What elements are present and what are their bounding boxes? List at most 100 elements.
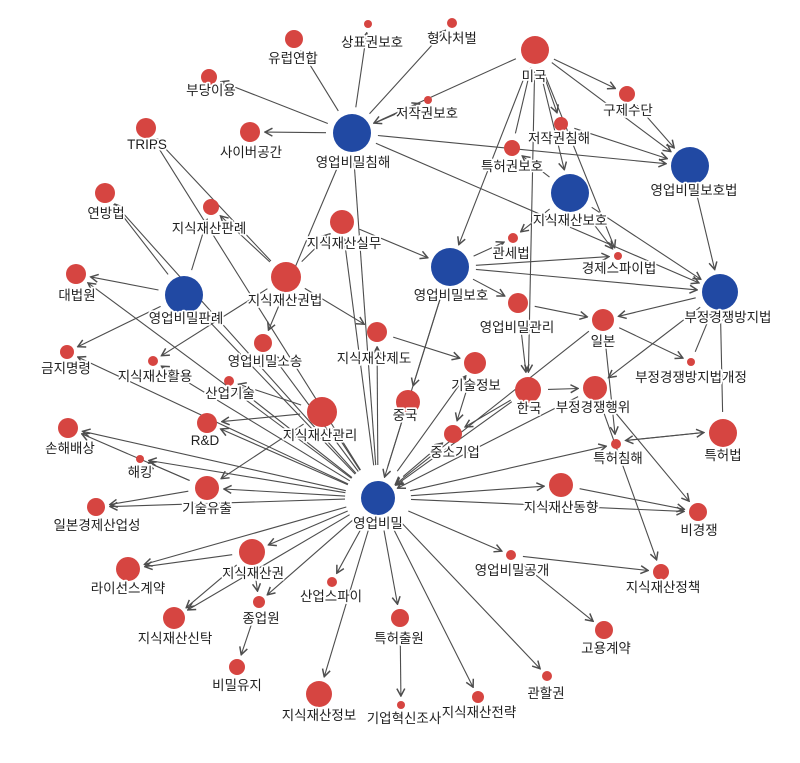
node-jungguk[interactable] xyxy=(396,390,420,414)
node-gisulyuchul[interactable] xyxy=(195,476,219,500)
node-label-gisulyuchul: 기술유출 xyxy=(182,501,232,516)
node-jongeupwon[interactable] xyxy=(253,596,265,608)
node-gujesu[interactable] xyxy=(619,86,635,102)
edge-yeongpallye-geumji xyxy=(78,305,161,346)
node-gyeongje[interactable] xyxy=(614,252,622,260)
edge-jisikgwon-sintak xyxy=(186,564,238,608)
edge-yeongchimhae-bujeongbeop xyxy=(375,142,699,283)
node-hwalyong[interactable] xyxy=(148,356,158,366)
node-label-jisikboho: 지식재산보호 xyxy=(533,213,608,228)
node-sosong[interactable] xyxy=(254,334,272,352)
node-gonggae[interactable] xyxy=(506,550,516,560)
node-gwallib[interactable] xyxy=(307,397,337,427)
edge-bujeonghaengwi-yeongeop xyxy=(398,396,579,489)
edge-gwonbeop-jedo xyxy=(304,287,364,324)
edge-yeongeop-saneopspy xyxy=(337,526,363,573)
node-gwanhalgwon[interactable] xyxy=(542,671,552,681)
node-label-gwalli: 영업비밀관리 xyxy=(480,320,555,335)
node-hyeoksin[interactable] xyxy=(397,701,405,709)
node-trips[interactable] xyxy=(136,118,156,138)
node-label-cyber: 사이버공간 xyxy=(220,145,282,160)
node-jeojakgwonchimhae[interactable] xyxy=(554,117,568,131)
node-yureop[interactable] xyxy=(285,30,303,48)
node-donghyang[interactable] xyxy=(549,473,573,497)
node-yeonbangbeop[interactable] xyxy=(95,183,115,203)
edge-donghyang-bigyeongjaeng xyxy=(579,488,685,510)
node-teukheochimhae[interactable] xyxy=(611,439,621,449)
node-jeonryak[interactable] xyxy=(472,691,484,703)
edge-hanguk-yeongeop xyxy=(396,401,513,485)
node-geumji[interactable] xyxy=(60,345,74,359)
node-bigyeongjaeng[interactable] xyxy=(689,503,707,521)
edge-yeongboho-gwansebeop xyxy=(473,242,504,257)
edge-bujeonghaengwi-bigyeongjaeng xyxy=(606,402,689,502)
node-yeongeop[interactable] xyxy=(361,481,395,515)
edge-jedo-gisuljeongbo xyxy=(393,336,460,358)
node-sangpyo[interactable] xyxy=(364,20,372,28)
node-label-hanguk: 한국 xyxy=(517,401,542,416)
edge-gwonbeop-hwalyong xyxy=(162,288,268,356)
node-sanupgisul[interactable] xyxy=(224,376,234,386)
node-yeongchimhae[interactable] xyxy=(333,114,371,152)
edge-ilbon-teukheochimhae xyxy=(604,337,615,434)
edge-yeongeop-jeongbo xyxy=(324,529,370,677)
node-label-bohobeop: 영업비밀보호법 xyxy=(651,183,738,198)
node-gwansebeop[interactable] xyxy=(508,233,518,243)
node-label-gonggae: 영업비밀공개 xyxy=(475,563,550,578)
node-sintak[interactable] xyxy=(163,607,185,629)
node-cyber[interactable] xyxy=(240,122,260,142)
node-gwalli[interactable] xyxy=(508,293,528,313)
node-rnd[interactable] xyxy=(197,413,217,433)
node-silmu[interactable] xyxy=(330,210,354,234)
node-label-gaejeong: 부정경쟁방지법개정 xyxy=(635,370,747,385)
node-sonhae[interactable] xyxy=(58,418,78,438)
node-yeongboho[interactable] xyxy=(431,248,469,286)
node-chulwon[interactable] xyxy=(391,609,409,627)
edge-jeojakgwonchimhae-bohobeop xyxy=(574,127,667,158)
node-ilbon[interactable] xyxy=(592,309,614,331)
node-bujeongbeop[interactable] xyxy=(702,274,738,310)
edge-hanguk-bujeonghaengwi xyxy=(547,389,578,390)
node-license[interactable] xyxy=(116,557,140,581)
edge-yeongchimhae-budang xyxy=(221,82,329,125)
edge-yeongeop-yeongchimhae xyxy=(354,157,377,466)
node-hacking[interactable] xyxy=(136,455,144,463)
edge-yeongpallye-daebeopwon xyxy=(91,277,159,291)
node-goyong[interactable] xyxy=(595,621,613,639)
node-hyeongsa[interactable] xyxy=(447,18,457,28)
node-bimilyuji[interactable] xyxy=(229,659,245,675)
node-gaejeong[interactable] xyxy=(687,358,695,366)
node-jeojakgwonboho[interactable] xyxy=(424,96,432,104)
edge-hanguk-jungso xyxy=(465,399,511,427)
node-label-ilbongyeongje: 일본경제산업성 xyxy=(54,518,141,533)
node-jeongbo[interactable] xyxy=(306,681,332,707)
node-bohobeop[interactable] xyxy=(671,147,709,185)
node-jeongchaek[interactable] xyxy=(653,564,669,580)
node-pallye[interactable] xyxy=(203,199,219,215)
node-yeongpallye[interactable] xyxy=(165,276,203,314)
node-label-license: 라이선스계약 xyxy=(91,581,166,596)
node-label-gisuljeongbo: 기술정보 xyxy=(451,378,501,393)
edge-chulwon-hyeoksin xyxy=(400,633,401,696)
node-label-jeongchaek: 지식재산정책 xyxy=(626,580,701,595)
node-label-jisikgwon: 지식재산권 xyxy=(222,566,284,581)
edge-yeongeop-sanupgisul xyxy=(237,387,353,479)
node-miguk[interactable] xyxy=(521,36,549,64)
node-ilbongyeongje[interactable] xyxy=(87,498,105,516)
node-jungso[interactable] xyxy=(444,425,462,443)
node-jisikgwon[interactable] xyxy=(239,539,265,565)
node-gisuljeongbo[interactable] xyxy=(464,352,486,374)
node-teukheobeop[interactable] xyxy=(709,419,737,447)
edge-yeongeop-ilbongyeongje xyxy=(110,498,346,507)
node-daebeopwon[interactable] xyxy=(66,264,86,284)
node-hanguk[interactable] xyxy=(515,377,541,403)
node-budang[interactable] xyxy=(201,69,217,85)
node-teukheogwonboho[interactable] xyxy=(504,140,520,156)
node-bujeonghaengwi[interactable] xyxy=(583,376,607,400)
node-saneopspy[interactable] xyxy=(327,577,337,587)
node-jedo[interactable] xyxy=(367,322,387,342)
edge-yeongeop-rnd xyxy=(221,429,349,486)
node-gwonbeop[interactable] xyxy=(271,262,301,292)
edge-yeongeop-chulwon xyxy=(383,530,398,605)
node-jisikboho[interactable] xyxy=(551,174,589,212)
